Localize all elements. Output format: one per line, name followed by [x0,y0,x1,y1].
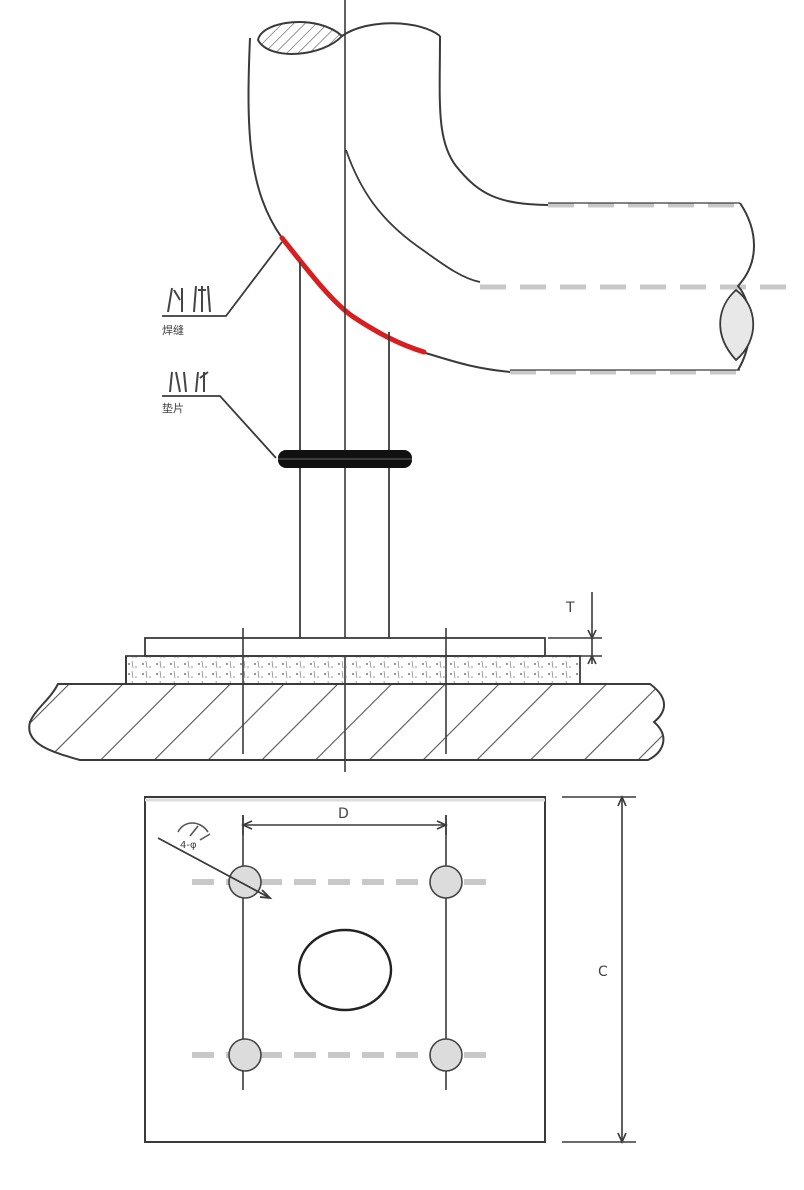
base-plate-icon [144,796,546,1143]
pipe-end-section [719,288,755,362]
grout-layer [125,655,581,685]
callout-middle-label: 垫片 [162,401,184,415]
gasket-bar-icon [278,450,412,468]
pipe-elbow-icon [247,21,800,375]
callout-top: 焊缝 [162,241,283,337]
concrete-foundation [28,683,665,761]
callout-bolt: 4-φ [157,822,273,900]
dimension-thickness [548,592,602,665]
pipe-inner-bend [345,149,481,283]
base-plate-section [144,637,546,657]
pipe-top-rim [341,22,441,37]
hatched-foundation-icon [28,628,665,761]
dim-plate-label: C [598,964,608,980]
central-hole [297,928,393,1012]
pipe-outer-wall [247,37,283,239]
callout-middle: 垫片 [162,371,277,459]
pipe-outer-wall-lower [421,351,511,373]
callout-bolt-label: 4-φ [180,840,197,851]
bolt-hole [429,865,463,899]
weld-seam [279,235,427,355]
bolt-hole-icon [228,865,463,1072]
dimension-plate [562,795,636,1144]
dim-spacing-label: D [338,806,349,822]
pipe-inner-wall [438,35,549,206]
dim-thickness-label: T [565,600,575,616]
dimension-spacing [241,815,448,835]
callout-top-mark [167,285,211,313]
callout-middle-mark [169,371,209,393]
bolt-hole [228,1038,262,1072]
bolt-hole [429,1038,463,1072]
pipe-dashed-lines [480,202,800,375]
bolt-hole [228,865,262,899]
callout-top-label: 焊缝 [162,323,184,337]
pipe-top-section [256,21,344,55]
